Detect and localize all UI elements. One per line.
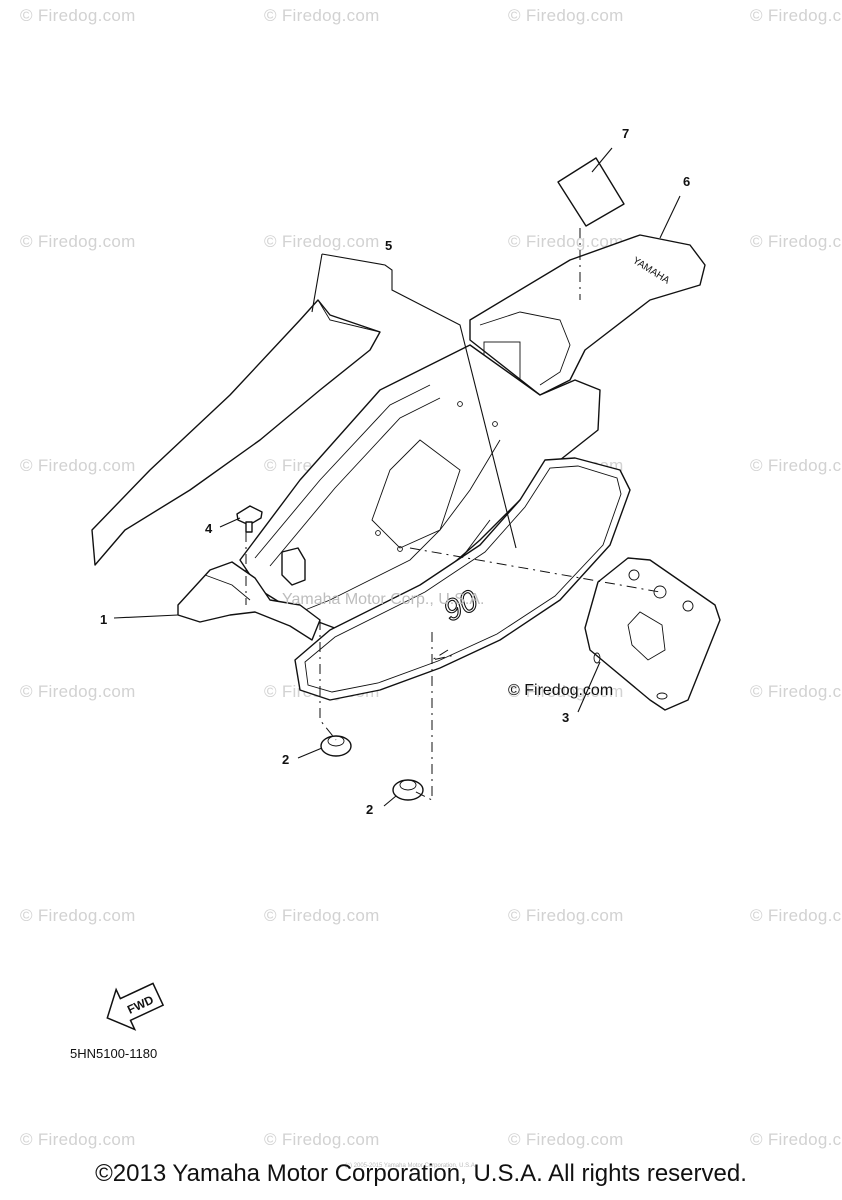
grommet-part-a bbox=[320, 735, 352, 757]
part-number: 5HN5100-1180 bbox=[70, 1046, 158, 1061]
watermark-text: © Firedog.com bbox=[508, 1130, 624, 1149]
watermark-text: © Firedog.com bbox=[508, 682, 624, 701]
watermark-text: © Firedog.com bbox=[750, 232, 842, 251]
callout-4: 4 bbox=[205, 521, 213, 536]
watermark-text: © Firedog.com bbox=[20, 232, 136, 251]
watermark-text: © Firedog.com bbox=[750, 906, 842, 925]
callout-2a: 2 bbox=[282, 752, 289, 767]
watermark-text: © Firedog.com bbox=[264, 232, 380, 251]
inline-watermark: © Firedog.com bbox=[508, 682, 614, 699]
callout-1: 1 bbox=[100, 612, 107, 627]
watermark-text: © Firedog.com bbox=[750, 456, 842, 475]
watermark-text: © Firedog.com bbox=[750, 6, 842, 25]
leader-lines bbox=[113, 147, 681, 807]
rear-cover-part: 90 bbox=[294, 457, 631, 701]
bolt-part bbox=[236, 505, 263, 533]
watermark-text: © Firedog.com bbox=[20, 682, 136, 701]
watermark-text: © Firedog.com bbox=[20, 1130, 136, 1149]
label-plate-part bbox=[557, 157, 625, 227]
watermark-text: © Firedog.com bbox=[508, 232, 624, 251]
watermark-text: © Firedog.com bbox=[264, 6, 380, 25]
watermark-text: © Firedog.com bbox=[750, 1130, 842, 1149]
watermark-text: © Firedog.com bbox=[20, 456, 136, 475]
watermark-text: © Firedog.com bbox=[264, 906, 380, 925]
rear-fender-part bbox=[239, 344, 601, 631]
watermark-text: © Firedog.com bbox=[750, 682, 842, 701]
callout-3: 3 bbox=[562, 710, 569, 725]
watermark-text: © Firedog.com bbox=[508, 6, 624, 25]
grommet-part-b bbox=[392, 779, 424, 801]
watermark-text: © Firedog.com bbox=[20, 6, 136, 25]
assembly-lines bbox=[245, 228, 661, 801]
bracket-part bbox=[177, 547, 321, 641]
side-cover-left-part bbox=[91, 299, 381, 566]
callout-2b: 2 bbox=[366, 802, 373, 817]
watermark-text: © Firedog.com bbox=[264, 1130, 380, 1149]
callout-6: 6 bbox=[683, 174, 690, 189]
callout-7: 7 bbox=[622, 126, 629, 141]
center-watermark: Yamaha Motor Corp., U.S.A. bbox=[282, 591, 484, 608]
mounting-plate-part bbox=[584, 557, 721, 711]
watermark-text: © Firedog.com bbox=[20, 906, 136, 925]
watermark-text: © Firedog.com bbox=[508, 906, 624, 925]
copyright-footer: ©2013 Yamaha Motor Corporation, U.S.A. A… bbox=[95, 1160, 747, 1187]
tiny-print: (c) 2005-2015 Yamaha Motor Corporation, … bbox=[345, 1163, 477, 1169]
fwd-arrow-icon: FWD bbox=[106, 982, 165, 1031]
callout-5: 5 bbox=[385, 238, 392, 253]
